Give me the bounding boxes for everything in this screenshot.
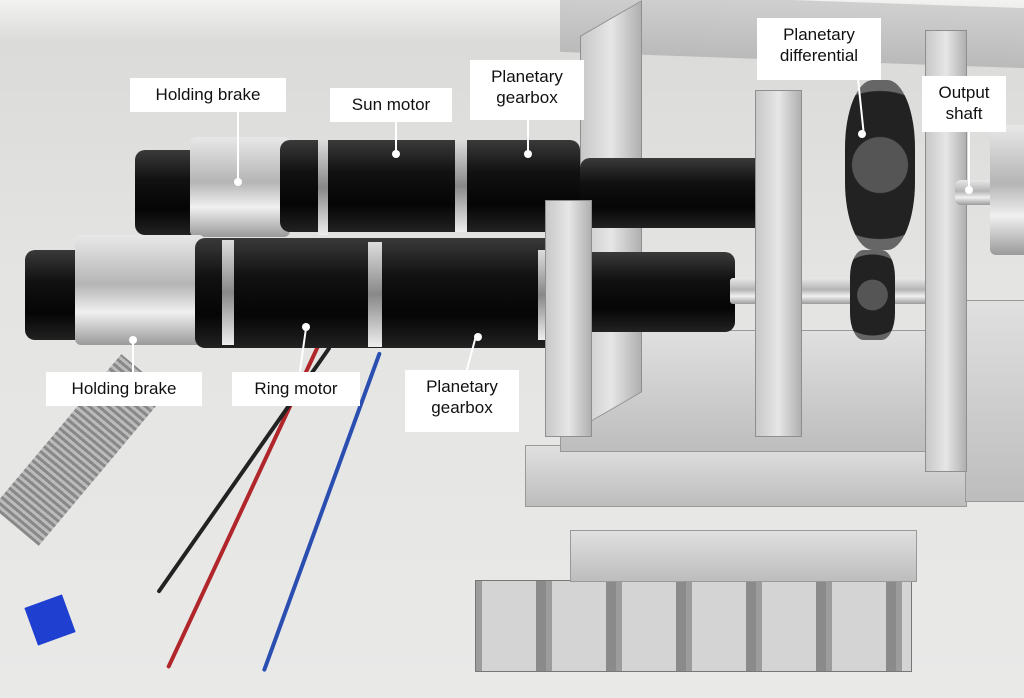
label-ring-motor: Ring motor <box>232 372 360 406</box>
label-sun-motor: Sun motor <box>330 88 452 122</box>
leader-dot <box>129 336 137 344</box>
right-rail <box>965 300 1024 502</box>
label-text: Planetary <box>491 67 563 86</box>
middle-plate <box>755 90 802 437</box>
lower-base-plate <box>570 530 917 582</box>
leader-dot <box>302 323 310 331</box>
leader-dot <box>234 178 242 186</box>
leader-line <box>237 112 239 182</box>
blue-tape <box>24 594 76 646</box>
sun-shaft <box>580 158 780 228</box>
leader-line <box>527 120 529 153</box>
leader-line <box>132 340 134 372</box>
label-text: Planetary <box>783 25 855 44</box>
leader-dot <box>524 150 532 158</box>
leader-dot <box>474 333 482 341</box>
label-text: Output <box>938 83 990 102</box>
label-holding-brake-top: Holding brake <box>130 78 286 112</box>
sun-ring <box>318 140 328 235</box>
front-plate-left <box>545 200 592 437</box>
label-text: gearbox <box>431 398 493 417</box>
coupling <box>990 125 1024 255</box>
label-text: Sun motor <box>351 95 431 114</box>
leader-line <box>968 130 970 190</box>
ring-holding-brake <box>75 235 205 345</box>
label-output-shaft: Output shaft <box>922 76 1006 132</box>
label-text: Ring motor <box>254 379 338 398</box>
upper-base-plate <box>525 445 967 507</box>
leader-line <box>395 120 397 153</box>
leader-dot <box>392 150 400 158</box>
label-planetary-differential: Planetary differential <box>757 18 881 80</box>
label-planetary-gearbox-top: Planetary gearbox <box>470 60 584 120</box>
ring-gearbox-ring <box>368 242 382 347</box>
aluminum-extrusion <box>475 580 912 672</box>
leader-dot <box>965 186 973 194</box>
label-text: Holding brake <box>155 85 261 104</box>
ring-ring <box>222 240 234 345</box>
label-text: Planetary <box>426 377 498 396</box>
label-holding-brake-bottom: Holding brake <box>46 372 202 406</box>
label-text: differential <box>779 46 859 65</box>
ring-gear <box>850 250 895 340</box>
sun-gearbox-ring <box>455 140 467 232</box>
sun-holding-brake <box>190 137 290 237</box>
leader-dot <box>858 130 866 138</box>
label-planetary-gearbox-bottom: Planetary gearbox <box>405 370 519 432</box>
label-text: Holding brake <box>71 379 177 398</box>
differential-gear <box>845 80 915 250</box>
label-text: shaft <box>945 104 983 123</box>
label-text: gearbox <box>496 88 558 107</box>
